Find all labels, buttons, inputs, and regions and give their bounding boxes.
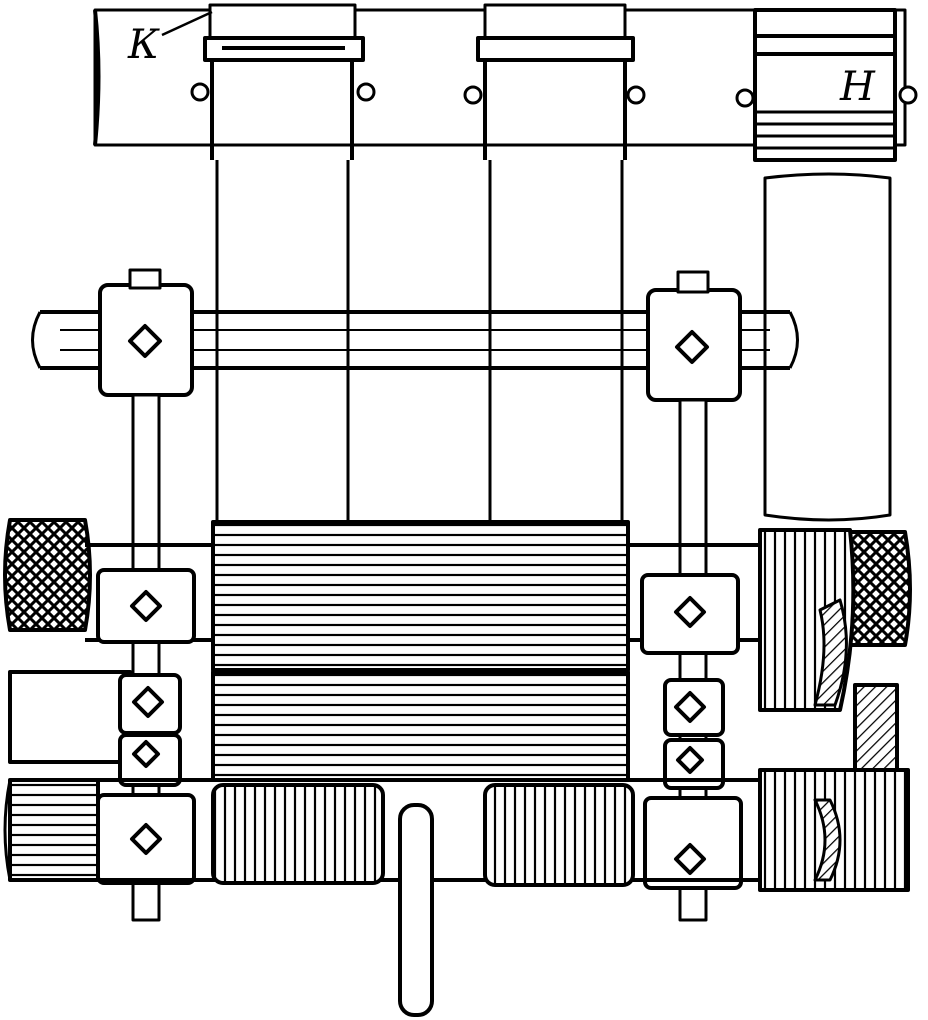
knurled-roller-left [3,518,92,632]
bearing-block-upper-left [98,268,194,397]
lower-roller-left [211,783,385,885]
label-n: Н [839,64,876,110]
saddle-block-left-2 [118,673,182,735]
saddle-block-right-3 [663,738,725,790]
saddle-block-left-1 [96,568,196,644]
gear-right-lower [758,768,910,892]
saddle-block-right-1 [640,573,740,655]
left-shaft-stub [8,670,132,764]
gear-right-upper [758,528,856,712]
guide-clip-middle [463,3,646,160]
lower-roller-middle [483,783,635,887]
label-k-leader [161,10,213,37]
guide-clip-right [735,8,918,162]
sliver-band-right [763,172,892,522]
adjusting-lever [398,803,434,1017]
sliver-band-middle [488,160,624,525]
saddle-block-right-2 [663,678,725,737]
bearing-block-upper-right [646,270,742,402]
saddle-block-right-4 [643,796,743,890]
sliver-band-left [215,160,350,525]
hatched-bracket [853,683,899,777]
saddle-block-left-4 [96,793,196,885]
label-k: К [127,22,160,68]
saddle-block-left-3 [118,733,182,787]
lower-roller-left-end [8,778,100,882]
guide-clip-left [190,3,376,160]
main-drafting-roller [211,520,630,782]
